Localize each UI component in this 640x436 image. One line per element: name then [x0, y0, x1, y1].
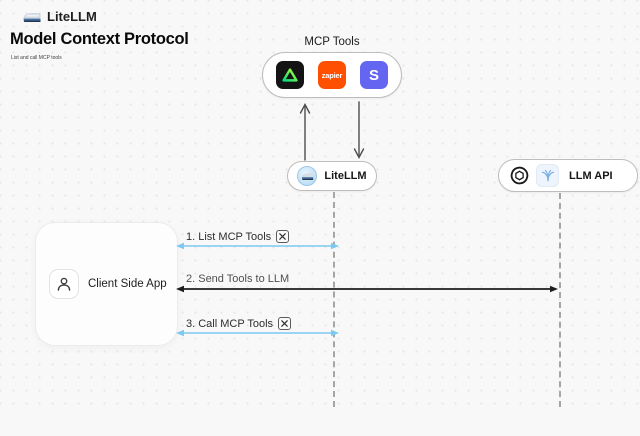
user-icon [49, 269, 79, 299]
s-logo-icon: S [360, 61, 388, 89]
client-side-app-node: Client Side App [35, 222, 178, 346]
step3-label-row: 3. Call MCP Tools [186, 317, 292, 330]
mcp-litellm-arrows [299, 101, 365, 161]
llm-provider-icon [536, 164, 559, 187]
zapier-icon: zapier [318, 61, 346, 89]
step3-label: 3. Call MCP Tools [186, 317, 274, 330]
brand: LiteLLM [22, 9, 97, 24]
llm-api-node-label: LLM API [569, 169, 613, 182]
step2-label: 2. Send Tools to LLM [186, 273, 290, 285]
litellm-lifeline [333, 192, 335, 407]
llm-api-node: LLM API [498, 159, 638, 192]
mcp-tools-label: MCP Tools [304, 36, 360, 48]
zapier-label: zapier [321, 70, 343, 80]
step1-arrow [176, 242, 339, 250]
litellm-train-logo-icon [23, 12, 41, 22]
step1-label: 1. List MCP Tools [186, 230, 272, 243]
s-label: S [368, 66, 379, 84]
step3-arrow [176, 329, 339, 337]
hammer-wrench-icon [276, 230, 290, 243]
step1-label-row: 1. List MCP Tools [186, 230, 290, 243]
step2-arrow [176, 285, 558, 293]
page-subtitle: List and call MCP tools [11, 55, 62, 61]
client-side-app-label: Client Side App [88, 278, 167, 290]
brand-name: LiteLLM [47, 9, 97, 24]
page-title: Model Context Protocol [10, 30, 189, 48]
step2-label-row: 2. Send Tools to LLM [186, 273, 289, 285]
litellm-node-icon [297, 166, 318, 186]
mcp-tools-box: zapier S [262, 52, 402, 98]
litellm-node: LiteLLM [287, 161, 377, 191]
openai-icon [508, 164, 531, 187]
llm-api-lifeline [559, 193, 561, 407]
triangle-logo-icon [276, 61, 304, 89]
litellm-node-label: LiteLLM [324, 170, 367, 182]
hammer-wrench-icon [278, 317, 292, 330]
